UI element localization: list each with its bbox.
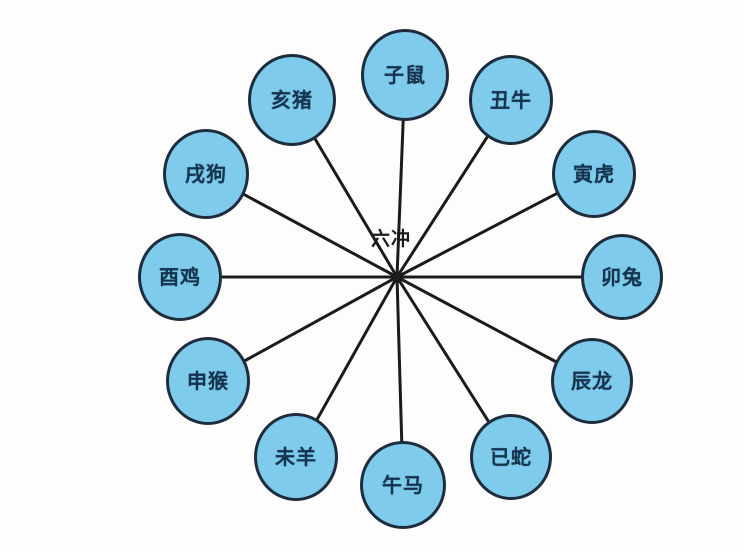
zodiac-node-label: 酉鸡 [159, 265, 201, 289]
zodiac-node[interactable]: 丑牛 [469, 55, 553, 145]
zodiac-node[interactable]: 未羊 [254, 413, 338, 501]
zodiac-node[interactable]: 子鼠 [361, 29, 449, 121]
zodiac-node-label: 戌狗 [185, 162, 227, 186]
zodiac-node-label: 已蛇 [490, 445, 532, 469]
zodiac-node-label: 辰龙 [571, 369, 613, 393]
edge-to-center [395, 275, 557, 364]
edge-to-center [313, 137, 399, 279]
zodiac-node-label: 卯兔 [601, 265, 643, 289]
center-hub-dot [392, 272, 402, 282]
zodiac-node[interactable]: 辰龙 [551, 338, 633, 424]
zodiac-node-label: 丑牛 [490, 88, 532, 112]
zodiac-node[interactable]: 戌狗 [163, 129, 249, 219]
zodiac-node[interactable]: 午马 [360, 441, 446, 529]
zodiac-node-label: 寅虎 [573, 162, 615, 186]
zodiac-node[interactable]: 亥猪 [248, 54, 336, 146]
zodiac-node[interactable]: 卯兔 [581, 234, 663, 320]
zodiac-node[interactable]: 寅虎 [552, 130, 636, 218]
edge-to-center [395, 135, 489, 279]
center-label: 六冲 [371, 228, 412, 250]
zodiac-node-label: 未羊 [275, 445, 317, 469]
zodiac-node-label: 午马 [382, 473, 424, 497]
zodiac-node-label: 亥猪 [271, 88, 313, 112]
edge-to-center [395, 275, 404, 443]
zodiac-node[interactable]: 申猴 [166, 337, 250, 425]
zodiac-node-label: 子鼠 [384, 63, 426, 87]
edge-to-center [395, 119, 405, 279]
edge-to-center [395, 192, 558, 279]
zodiac-node-label: 申猴 [187, 369, 229, 393]
edge-to-center [243, 275, 399, 363]
edge-to-center [395, 275, 490, 423]
zodiac-node[interactable]: 已蛇 [470, 414, 552, 500]
zodiac-node[interactable]: 酉鸡 [138, 233, 222, 321]
edge-to-center [315, 275, 399, 421]
